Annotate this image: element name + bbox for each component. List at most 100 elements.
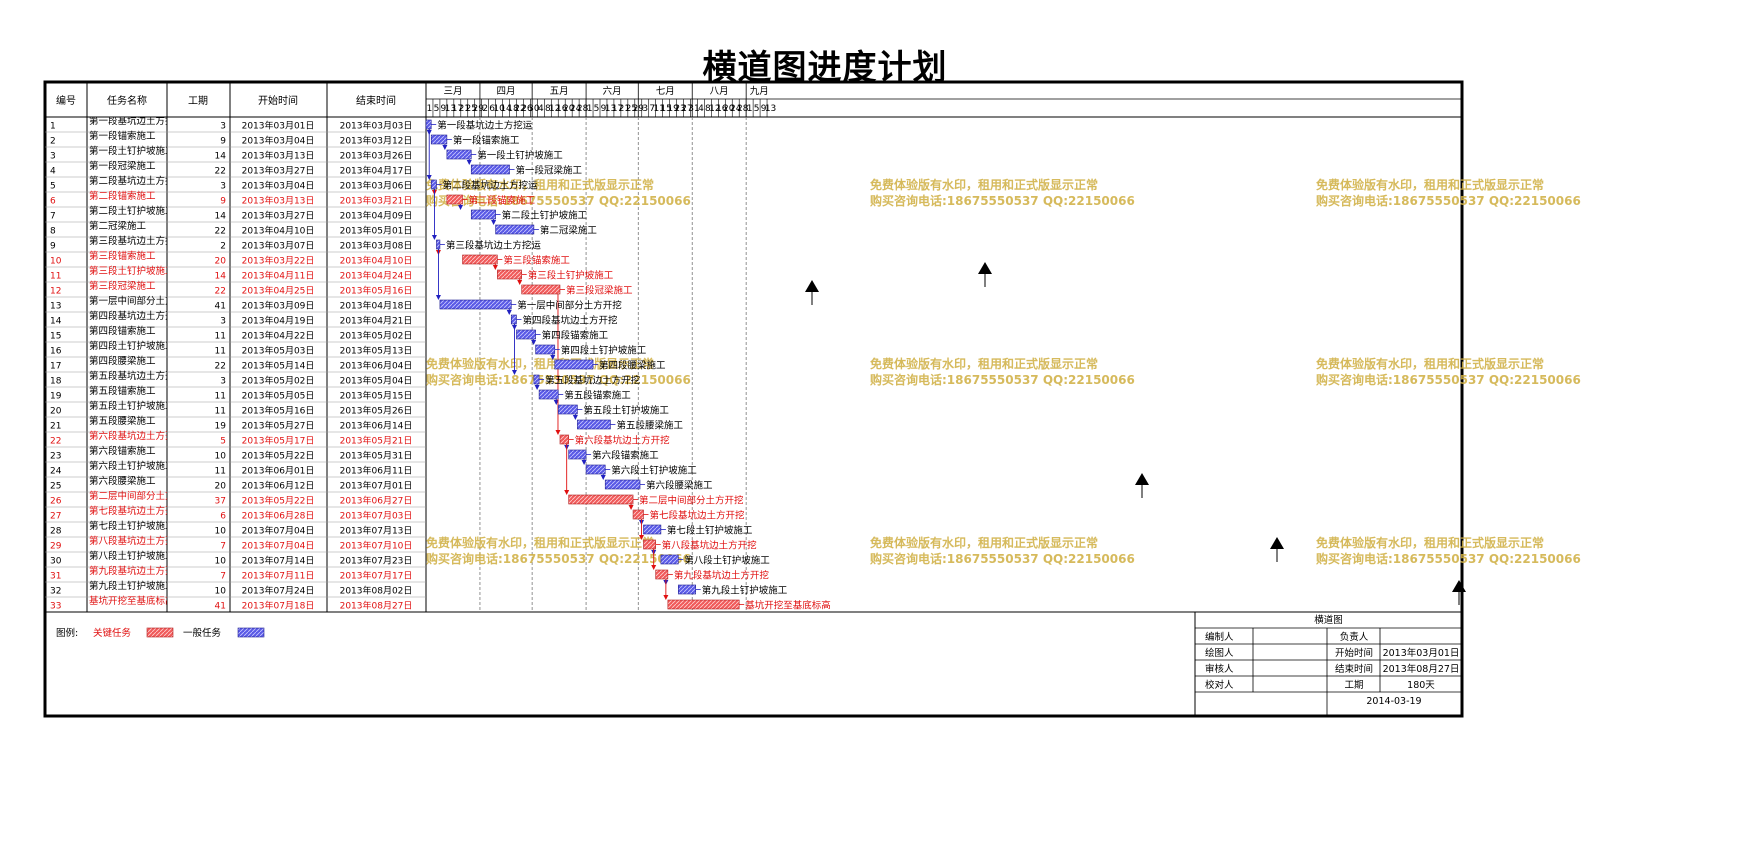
tick-label: 29: [472, 104, 484, 114]
task-duration: 3: [220, 317, 226, 327]
task-end: 2013年06月11日: [340, 465, 413, 477]
task-duration: 3: [220, 122, 226, 132]
dependency-arrow: [435, 295, 441, 300]
task-bar-label: 第五段锚索施工: [564, 390, 631, 402]
task-name-text: 第九段土钉护坡施工: [89, 580, 175, 592]
task-start: 2013年03月13日: [242, 150, 315, 162]
task-start: 2013年06月28日: [242, 510, 315, 522]
tick-label: 13: [765, 104, 776, 114]
task-end: 2013年04月17日: [340, 165, 413, 177]
task-duration: 22: [215, 227, 226, 237]
legend-label: 图例:: [56, 627, 78, 639]
task-name: 第八段基坑边土方开挖: [89, 535, 167, 547]
task-bar: [677, 584, 696, 595]
task-start: 2013年07月18日: [242, 600, 315, 612]
marker-arrow-icon: [805, 280, 819, 292]
task-name: 第二段土钉护坡施工: [89, 205, 175, 217]
task-name: 第一层中间部分土方开挖: [89, 295, 167, 307]
task-name: 第一段土钉护坡施工: [89, 145, 167, 157]
task-start: 2013年07月24日: [242, 585, 315, 597]
tick-label: 5: [594, 104, 600, 114]
task-duration: 22: [215, 167, 226, 177]
task-duration: 10: [215, 452, 227, 462]
task-name: 第二段锚索施工: [89, 190, 156, 202]
info-box-cell: 开始时间: [1335, 647, 1373, 659]
task-bar-label: 第八段土钉护坡施工: [684, 555, 770, 567]
task-bar: [632, 509, 644, 520]
watermark-text: 购买咨询电话:18675550537 QQ:22150066: [426, 193, 691, 208]
task-bar-label: 第四段锚索施工: [542, 330, 609, 342]
task-end: 2013年05月13日: [340, 345, 413, 357]
dependency-arrow: [534, 385, 540, 390]
info-box-cell: 2013年03月01日: [1383, 647, 1460, 659]
task-id: 20: [50, 407, 62, 417]
task-bar: [577, 419, 611, 430]
task-bar: [470, 209, 496, 220]
tick-label: 3: [642, 104, 648, 114]
task-start: 2013年03月22日: [242, 255, 315, 267]
task-name-text: 第二层中间部分土方开挖: [89, 490, 194, 502]
task-bar-label: 第七段土钉护坡施工: [667, 525, 753, 537]
task-id: 9: [50, 242, 56, 252]
task-duration: 41: [215, 302, 226, 312]
task-name-text: 第二段土钉护坡施工: [89, 205, 175, 217]
task-end: 2013年03月21日: [340, 195, 413, 207]
task-end: 2013年03月08日: [340, 240, 413, 252]
task-bar-label: 第二段基坑边土方挖运: [442, 180, 538, 192]
task-bar: [535, 344, 556, 355]
task-duration: 22: [215, 362, 226, 372]
tick-label: 5: [754, 104, 760, 114]
task-name: 第三段基坑边土方挖运: [89, 235, 185, 247]
task-id: 6: [50, 197, 56, 207]
task-bar: [470, 164, 510, 175]
task-bar-label: 第五段腰梁施工: [616, 420, 683, 432]
task-end: 2013年07月10日: [340, 540, 413, 552]
marker-arrow-icon: [1452, 580, 1466, 592]
tick-label: 20: [563, 104, 575, 114]
task-bar: [604, 479, 641, 490]
task-duration: 22: [215, 287, 226, 297]
dependency-arrow: [442, 145, 448, 150]
task-name-text: 第三段基坑边土方挖运: [89, 235, 185, 247]
task-start: 2013年05月05日: [242, 390, 315, 402]
task-name-text: 第一段锚索施工: [89, 130, 156, 142]
month-label: 四月: [497, 86, 516, 97]
task-name-text: 第二段锚索施工: [89, 190, 156, 202]
task-bar: [643, 524, 662, 535]
dependency-arrow: [458, 205, 464, 210]
tick-label: 12: [709, 104, 720, 114]
watermark-text: 免费体验版有水印，租用和正式版显示正常: [426, 535, 654, 550]
month-label: 六月: [603, 85, 622, 97]
task-id: 14: [50, 317, 62, 327]
task-id: 5: [50, 182, 56, 192]
task-id: 32: [50, 587, 61, 597]
task-bar: [568, 449, 587, 460]
watermark-text: 免费体验版有水印，租用和正式版显示正常: [426, 177, 654, 192]
task-bar-label: 第六段锚索施工: [592, 450, 659, 462]
task-id: 18: [50, 377, 62, 387]
tick-label: 21: [459, 104, 470, 114]
task-bar: [655, 569, 669, 580]
task-bar-label: 第五段土钉护坡施工: [583, 405, 669, 417]
task-end: 2013年06月04日: [340, 360, 413, 372]
task-end: 2013年05月31日: [340, 450, 413, 462]
task-end: 2013年05月04日: [340, 375, 413, 387]
watermark-text: 购买咨询电话:18675550537 QQ:22150066: [870, 193, 1135, 208]
header-name: 任务名称: [107, 94, 147, 107]
month-label: 三月: [443, 86, 462, 97]
task-name: 第五段腰梁施工: [89, 415, 156, 427]
task-bar-label: 第四段土钉护坡施工: [561, 345, 647, 357]
task-bar: [495, 224, 535, 235]
task-name: 第三段土钉护坡施工: [89, 265, 167, 277]
task-bar: [439, 299, 512, 310]
task-name: 第三段锚索施工: [89, 250, 156, 262]
watermark-text: 购买咨询电话:18675550537 QQ:22150066: [426, 551, 691, 566]
task-bar: [430, 134, 448, 145]
tick-label: 4: [698, 104, 704, 114]
task-start: 2013年03月09日: [242, 300, 315, 312]
task-id: 31: [50, 572, 61, 582]
task-bar: [660, 554, 679, 565]
task-bar: [462, 254, 498, 265]
